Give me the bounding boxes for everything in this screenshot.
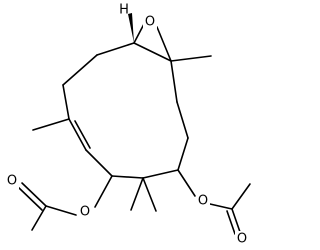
left-ester-oxygen-label: O	[80, 205, 90, 220]
bond-ring-c2-c3	[62, 54, 98, 86]
bond-ring-c5-c6	[85, 149, 113, 177]
bond-gem-methyl-b	[142, 177, 157, 212]
bond-ring-c1-c2	[96, 42, 135, 56]
epoxide-group: O	[133, 14, 172, 62]
chemical-structure-diagram: O H O O O O	[5, 3, 251, 247]
epoxide-oxygen-label: O	[145, 15, 155, 30]
bond-carbonyl-methyl-left	[31, 205, 47, 231]
bond-methyl-c4	[32, 118, 70, 131]
bond-carbonyl-oxygen-right-1	[231, 208, 241, 233]
bond-carbonyl-oxygen-left-1	[21, 182, 47, 207]
bond-ring-c4-c5-double	[74, 120, 91, 149]
bond-carbonyl-methyl-right	[231, 183, 251, 210]
bond-o-left-carbonyl	[45, 205, 77, 216]
bond-epoxide-c1-o	[133, 23, 145, 44]
bond-o-right-carbonyl	[209, 203, 233, 210]
left-ester-oxygen-bg	[78, 204, 92, 220]
bond-ring-c10-c11	[170, 60, 178, 103]
left-carbonyl-oxygen-bg	[5, 173, 19, 189]
right-ester-oxygen-bg	[196, 193, 210, 209]
bond-gem-methyl-a	[130, 177, 144, 211]
methyl-groups	[32, 55, 212, 212]
stereo-hydrogen: H	[119, 3, 134, 43]
stereo-hydrogen-label: H	[119, 3, 129, 18]
bond-carbonyl-oxygen-right-2	[226, 210, 236, 235]
bond-carbonyl-oxygen-left-2	[17, 186, 43, 211]
left-acetate-group: O O	[5, 173, 113, 231]
bond-ring-c9-c10	[176, 101, 189, 139]
epoxide-oxygen-bg	[143, 14, 157, 30]
bond-ring-c11-c1	[133, 42, 172, 62]
right-ester-oxygen-label: O	[198, 194, 208, 209]
right-carbonyl-oxygen-label: O	[237, 232, 247, 247]
right-carbonyl-oxygen-bg	[235, 231, 249, 247]
bond-c8-o-right	[177, 169, 196, 197]
bond-epoxide-c11-o	[156, 26, 172, 62]
bond-methyl-c11	[170, 55, 212, 62]
bond-ring-c6-c7	[111, 175, 144, 179]
bond-ring-c3-c4	[62, 84, 70, 120]
wedge-bond-c1-h	[128, 13, 134, 43]
macrocycle-ring	[62, 42, 189, 179]
bond-ring-c8-c9	[177, 137, 189, 171]
bond-ring-c4-c5	[68, 118, 87, 151]
bond-c6-o-left	[94, 175, 113, 208]
bond-ring-c7-c8	[142, 169, 179, 179]
right-acetate-group: O O	[177, 169, 251, 247]
left-carbonyl-oxygen-label: O	[7, 174, 17, 189]
